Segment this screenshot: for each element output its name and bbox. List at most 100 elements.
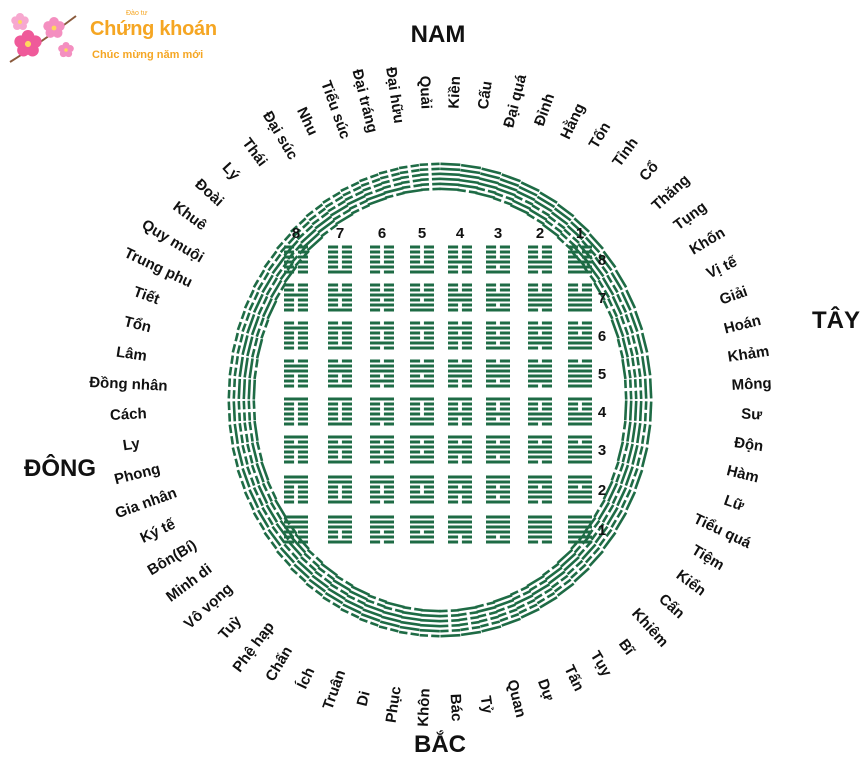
ring-hexagram xyxy=(492,173,521,206)
hexagram-name-label: Phong xyxy=(113,460,162,488)
hexagram-name-label: Hoán xyxy=(722,312,763,338)
logo-small-text: Đào tư xyxy=(126,10,148,17)
ring-hexagram xyxy=(305,562,339,597)
hexagram-name-label: Lâm xyxy=(115,344,148,365)
hexagram-name-label: Khảm xyxy=(727,343,771,366)
hexagram-name-label: Cách xyxy=(110,405,147,424)
hexagram-name-label: Phục xyxy=(383,685,405,724)
hexagram-name-label: Quan xyxy=(503,678,529,719)
ring-hexagram xyxy=(228,420,259,445)
hexagram-name-label: Lý xyxy=(219,159,244,184)
ring-hexagram xyxy=(570,533,604,567)
ring-hexagram xyxy=(593,269,628,301)
grid-column-number: 4 xyxy=(456,225,465,242)
ring-hexagram xyxy=(556,548,590,583)
grid-row-number: 8 xyxy=(598,252,606,269)
grid-row-number: 4 xyxy=(598,404,607,421)
grid-hexagram xyxy=(284,397,308,426)
grid-row-number: 1 xyxy=(598,522,606,539)
grid-hexagram xyxy=(410,321,434,350)
ring-hexagram xyxy=(602,289,637,320)
grid-hexagram xyxy=(568,435,592,464)
grid-hexagram xyxy=(448,397,472,426)
ring-hexagram xyxy=(227,378,257,400)
grid-row-number: 5 xyxy=(598,366,606,383)
hexagram-name-label: Cổ xyxy=(636,158,662,184)
ring-hexagram xyxy=(457,605,482,637)
grid-hexagram xyxy=(328,397,352,426)
hexagram-name-label: Minh di xyxy=(163,561,215,606)
hexagram-name-label: Lữ xyxy=(722,492,747,515)
grid-hexagram xyxy=(486,321,510,350)
grid-row-number: 7 xyxy=(598,290,606,307)
direction-east: ĐÔNG xyxy=(24,454,96,482)
grid-column-number: 3 xyxy=(494,225,502,242)
ring-hexagram xyxy=(322,191,354,226)
grid-hexagram xyxy=(528,245,552,274)
hexagram-name-label: Tụng xyxy=(671,198,711,234)
hexagram-name-label: Khôn xyxy=(415,688,434,727)
ring-hexagram xyxy=(398,605,423,637)
hexagram-name-label: Phệ hạp xyxy=(229,619,277,676)
ring-hexagram xyxy=(623,378,653,400)
ring-hexagram xyxy=(509,181,540,215)
grid-hexagram xyxy=(486,359,510,388)
grid-hexagram xyxy=(370,515,394,544)
grid-hexagram xyxy=(284,321,308,350)
grid-hexagram xyxy=(328,245,352,274)
hexagram-name-label: Tiểu súc xyxy=(317,78,353,141)
logo-tagline: Chúc mừng năm mới xyxy=(92,49,204,61)
grid-hexagram xyxy=(328,515,352,544)
ring-hexagram xyxy=(509,585,540,619)
grid-column-number: 1 xyxy=(576,225,584,242)
hexagram-name-label: Vô vọng xyxy=(181,580,236,632)
grid-hexagram xyxy=(284,435,308,464)
grid-hexagram xyxy=(568,283,592,312)
hexagram-name-label: Tỷ xyxy=(477,695,496,715)
ring-hexagram xyxy=(243,289,278,320)
hexagram-name-label: Tỉnh xyxy=(609,135,642,171)
hexagram-name-label: Tốn xyxy=(586,119,615,151)
grid-row-number: 6 xyxy=(598,328,606,345)
ring-hexagram xyxy=(541,203,575,238)
ring-hexagram xyxy=(439,162,461,192)
hexagram-name-label: Đại tráng xyxy=(349,67,381,134)
ring-hexagram xyxy=(526,191,558,226)
hexagram-name-label: Ly xyxy=(122,435,142,454)
ring-hexagram xyxy=(231,441,264,468)
ring-hexagram xyxy=(582,516,617,550)
ring-hexagram xyxy=(475,600,502,633)
grid-hexagram xyxy=(410,359,434,388)
hexagram-name-label: Hằng xyxy=(556,100,588,142)
grid-column-number: 7 xyxy=(336,225,344,242)
ring-hexagram xyxy=(276,233,310,267)
hexagram-name-label: Truân xyxy=(320,668,350,712)
ring-hexagram xyxy=(236,461,270,490)
grid-hexagram xyxy=(448,283,472,312)
grid-hexagram xyxy=(284,245,308,274)
ring-hexagram xyxy=(252,499,287,531)
direction-west: TÂY xyxy=(812,306,860,334)
hexagram-name-label: Tiệm xyxy=(689,542,728,574)
grid-hexagram xyxy=(284,283,308,312)
ring-hexagram xyxy=(231,332,264,359)
ring-hexagram xyxy=(340,585,371,619)
hexagram-name-label: Thăng xyxy=(648,171,693,214)
grid-hexagram xyxy=(486,435,510,464)
hexagram-name-label: Kiển xyxy=(673,567,709,600)
grid-hexagram xyxy=(528,435,552,464)
grid-hexagram xyxy=(410,475,434,504)
grid-hexagram xyxy=(370,475,394,504)
ring-hexagram xyxy=(492,594,521,627)
grid-hexagram xyxy=(528,321,552,350)
logo-brand: Chứng khoán xyxy=(90,18,217,40)
logo[interactable]: Đào tư Chứng khoán Chúc mừng năm mới xyxy=(6,6,256,72)
grid-hexagram xyxy=(486,515,510,544)
hexagram-name-label: Tiểu quá xyxy=(691,510,754,552)
hexagram-square-grid xyxy=(284,245,592,544)
hexagram-name-label: Sư xyxy=(741,406,763,424)
ring-hexagram xyxy=(616,332,649,359)
